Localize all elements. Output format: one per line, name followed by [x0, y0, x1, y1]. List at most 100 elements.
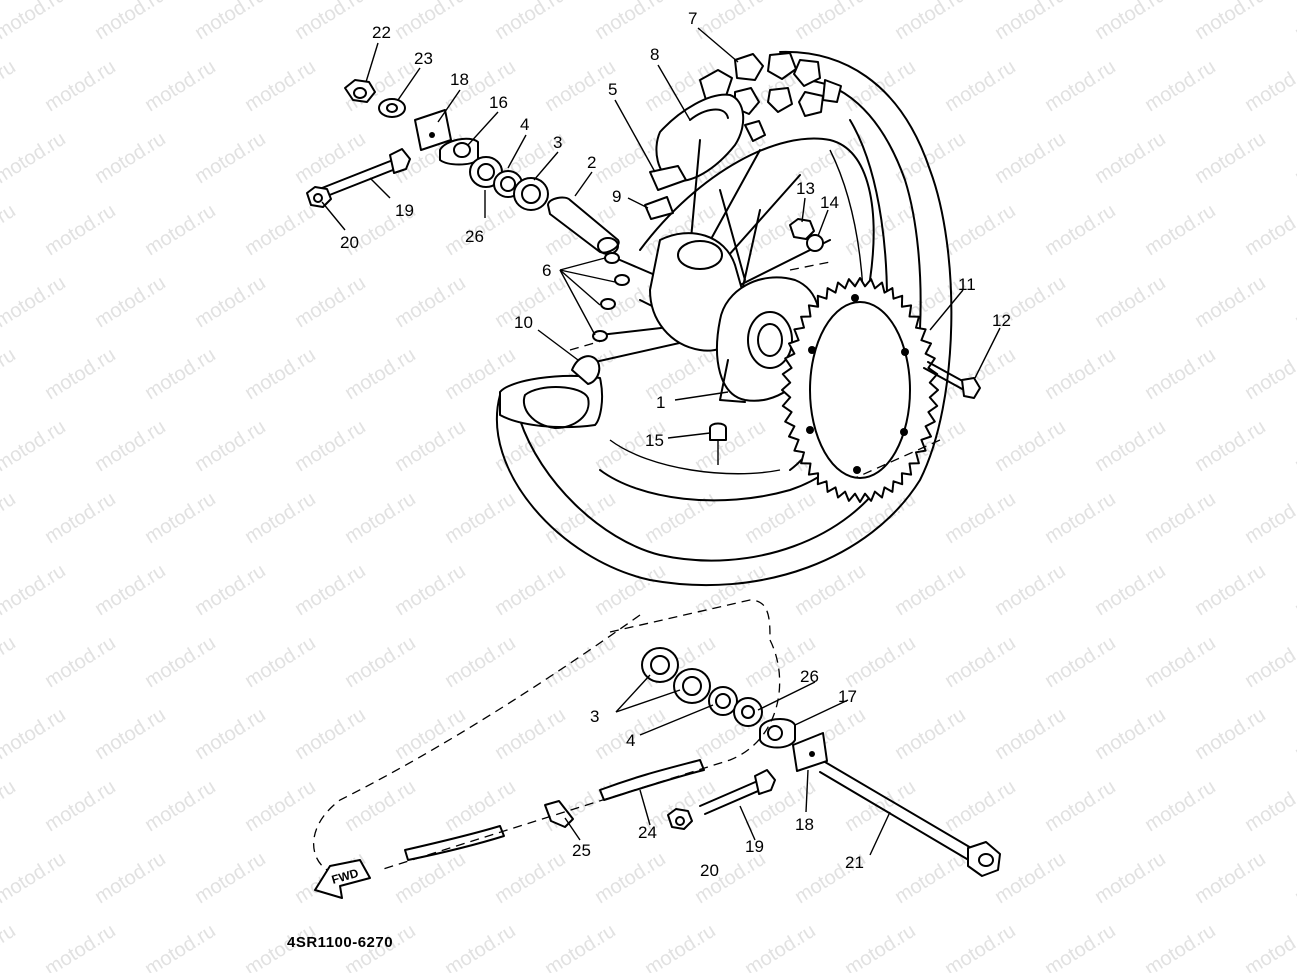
callout-21: 21 [845, 853, 864, 872]
watermark-text: motod.ru [141, 200, 220, 260]
watermark-text: motod.ru [1191, 0, 1270, 44]
watermark-text: motod.ru [1091, 416, 1170, 476]
watermark-text: motod.ru [0, 776, 20, 836]
watermark-text: motod.ru [491, 0, 570, 44]
lower-parts [404, 647, 1001, 877]
watermark-text: motod.ru [141, 920, 220, 973]
watermark-text: motod.ru [241, 632, 320, 692]
callout-17: 17 [838, 687, 857, 706]
watermark-text: motod.ru [941, 344, 1020, 404]
watermark-text: motod.ru [841, 776, 920, 836]
watermark-text: motod.ru [991, 0, 1070, 44]
watermark-text: motod.ru [1291, 560, 1297, 620]
callout-16: 16 [489, 93, 508, 112]
watermark-text: motod.ru [441, 488, 520, 548]
watermark-text: motod.ru [691, 0, 770, 44]
watermark-text: motod.ru [441, 632, 520, 692]
watermark-text: motod.ru [541, 488, 620, 548]
fwd-arrow: FWD [314, 859, 371, 899]
watermark-text: motod.ru [1141, 488, 1220, 548]
watermark-text: motod.ru [491, 560, 570, 620]
callout-12: 12 [992, 311, 1011, 330]
watermark-text: motod.ru [1291, 128, 1297, 188]
callout-11: 11 [958, 275, 976, 294]
watermark-text: motod.ru [141, 488, 220, 548]
watermark-text: motod.ru [291, 0, 370, 44]
leader-lines [321, 27, 1001, 856]
callout-23: 23 [414, 49, 433, 68]
watermark-text: motod.ru [1191, 128, 1270, 188]
watermark-text: motod.ru [141, 56, 220, 116]
watermark-text: motod.ru [1191, 416, 1270, 476]
watermark-text: motod.ru [141, 344, 220, 404]
watermark-text: motod.ru [91, 848, 170, 908]
watermark-text: motod.ru [91, 128, 170, 188]
watermark-text: motod.ru [341, 488, 420, 548]
watermark-text: motod.ru [991, 560, 1070, 620]
watermark-text: motod.ru [941, 488, 1020, 548]
watermark-text: motod.ru [1291, 0, 1297, 44]
watermark-text: motod.ru [0, 416, 70, 476]
callout-26: 26 [465, 227, 484, 246]
watermark-text: motod.ru [641, 488, 720, 548]
watermark-text: motod.ru [191, 848, 270, 908]
callout-22: 22 [372, 23, 391, 42]
watermark-text: motod.ru [591, 848, 670, 908]
part-code: 4SR1100-6270 [287, 934, 393, 951]
watermark-text: motod.ru [891, 704, 970, 764]
rear-wheel-assembly [495, 50, 953, 587]
watermark-text: motod.ru [291, 416, 370, 476]
watermark-text: motod.ru [941, 56, 1020, 116]
watermark-text: motod.ru [441, 776, 520, 836]
watermark-text: motod.ru [1041, 776, 1120, 836]
watermark-text: motod.ru [1241, 920, 1297, 973]
watermark-text: motod.ru [0, 128, 70, 188]
callout-numbers: 22 23 18 16 4 3 2 5 8 7 9 26 19 20 6 10 … [340, 9, 1011, 880]
watermark-text: motod.ru [0, 848, 70, 908]
watermark-text: motod.ru [891, 0, 970, 44]
drive-chain [404, 759, 705, 861]
watermark-text: motod.ru [1291, 848, 1297, 908]
watermark-text: motod.ru [91, 416, 170, 476]
watermark-text: motod.ru [1141, 776, 1220, 836]
watermark-text: motod.ru [1141, 632, 1220, 692]
watermark-text: motod.ru [1241, 200, 1297, 260]
callout-2: 2 [587, 153, 596, 172]
callout-14: 14 [820, 193, 839, 212]
callout-24: 24 [638, 823, 657, 842]
watermark-text: motod.ru [41, 344, 120, 404]
chain-outline [313, 599, 781, 876]
watermark-text: motod.ru [391, 560, 470, 620]
watermark-text: motod.ru [0, 704, 70, 764]
watermark-text: motod.ru [991, 704, 1070, 764]
watermark-text: motod.ru [841, 920, 920, 973]
watermark-text: motod.ru [1291, 272, 1297, 332]
watermark-text: motod.ru [941, 200, 1020, 260]
watermark-text: motod.ru [491, 848, 570, 908]
watermark-text: motod.ru [0, 488, 20, 548]
watermark-text: motod.ru [1141, 200, 1220, 260]
watermark-text: motod.ru [291, 704, 370, 764]
watermark-text: motod.ru [541, 920, 620, 973]
watermark-text: motod.ru [0, 200, 20, 260]
watermark-text: motod.ru [1041, 488, 1120, 548]
callout-18: 18 [450, 70, 469, 89]
callout-20b: 20 [700, 861, 719, 880]
watermark-text: motod.ru [91, 272, 170, 332]
callout-4: 4 [520, 115, 529, 134]
watermark-text: motod.ru [741, 920, 820, 973]
watermark-text: motod.ru [241, 344, 320, 404]
watermark-text: motod.ru [391, 416, 470, 476]
watermark-text: motod.ru [1191, 560, 1270, 620]
watermark-text: motod.ru [991, 848, 1070, 908]
watermark-text: motod.ru [0, 632, 20, 692]
watermark-text: motod.ru [1091, 704, 1170, 764]
callout-15: 15 [645, 431, 664, 450]
watermark-text: motod.ru [291, 272, 370, 332]
watermark-text: motod.ru [1041, 344, 1120, 404]
watermark-text: motod.ru [691, 416, 770, 476]
watermark-text: motod.ru [791, 0, 870, 44]
watermark-text: motod.ru [191, 128, 270, 188]
watermark-text: motod.ru [191, 560, 270, 620]
